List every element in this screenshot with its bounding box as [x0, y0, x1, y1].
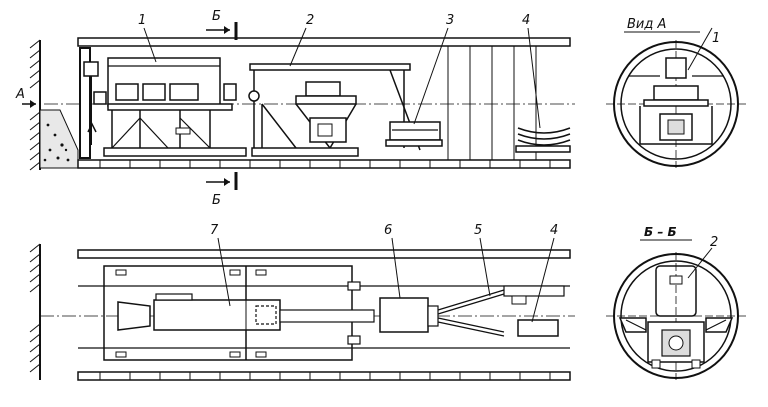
callout-2-section: 2 [710, 235, 718, 250]
item-3-top [385, 121, 443, 147]
callout-3-top: 3 [446, 13, 454, 28]
callout-1-top: 1 [138, 13, 146, 28]
callout-7-bottom: 7 [210, 223, 219, 238]
machine-2-top [248, 63, 421, 157]
callout-6-bottom: 6 [384, 223, 392, 238]
label-b-top: Б [212, 9, 221, 24]
callout-4-top: 4 [522, 13, 530, 28]
label-a: А [15, 87, 25, 102]
machine-1-top [103, 57, 247, 157]
cables-5-plan [437, 285, 565, 337]
section-mark-b-top: Б [206, 9, 238, 40]
callout-2-top: 2 [306, 13, 314, 28]
machine-7-plan [103, 265, 375, 361]
unit-6-plan [379, 297, 439, 333]
callout-4-bottom: 4 [550, 223, 558, 238]
view-a-title: Вид А [627, 17, 666, 32]
section-bb-title: Б – Б [644, 225, 677, 239]
callouts-top: 1 2 3 4 [138, 13, 541, 129]
label-b-bottom: Б [212, 193, 221, 208]
rock-face-bottom [29, 243, 41, 380]
bottom-plan-view: 7 6 5 4 [29, 223, 575, 381]
callouts-bottom: 7 6 5 4 [210, 223, 558, 323]
section-bb: Б – Б 2 [606, 225, 746, 380]
tunnel-lining-top [77, 37, 571, 169]
rock-face-top [29, 39, 79, 171]
shield-frame [79, 47, 107, 159]
lining-bottom-upper [77, 249, 571, 259]
item-4-top [515, 127, 571, 153]
callout-5-bottom: 5 [474, 223, 482, 238]
view-a: Вид А 1 [606, 17, 746, 168]
section-mark-b-bottom: Б [206, 172, 238, 208]
lining-bottom-lower [77, 371, 571, 381]
view-a-arrow: А [15, 87, 36, 108]
callout-1-view: 1 [712, 31, 720, 46]
top-longitudinal-section: А Б Б 1 2 3 4 [15, 9, 575, 208]
